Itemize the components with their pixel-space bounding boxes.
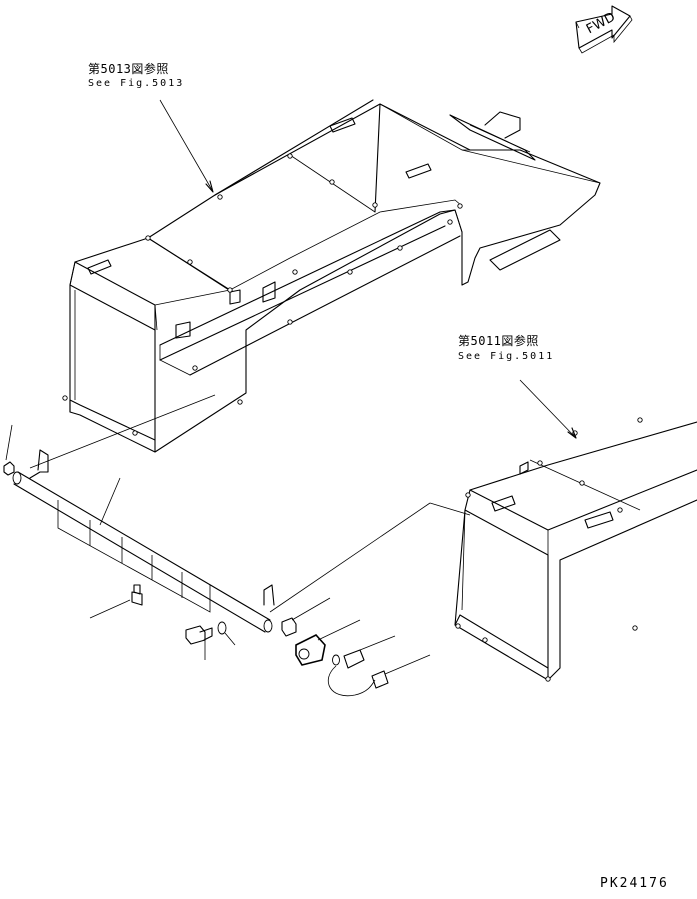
assembly-lines — [29, 394, 471, 613]
reference-right-english: See Fig.5011 — [458, 351, 555, 362]
reference-upper-english: See Fig.5013 — [88, 78, 185, 89]
direction-arrow-icon — [575, 5, 633, 54]
reference-right-japanese: 第5011図参照 — [458, 334, 539, 348]
drawing-code: PK24176 — [600, 876, 669, 891]
upper-cover-assembly — [62, 99, 601, 453]
right-cover-assembly — [454, 379, 697, 682]
hardware-parts — [89, 584, 431, 697]
reference-upper-japanese: 第5013図参照 — [88, 62, 169, 76]
handrail-assembly — [3, 424, 275, 633]
